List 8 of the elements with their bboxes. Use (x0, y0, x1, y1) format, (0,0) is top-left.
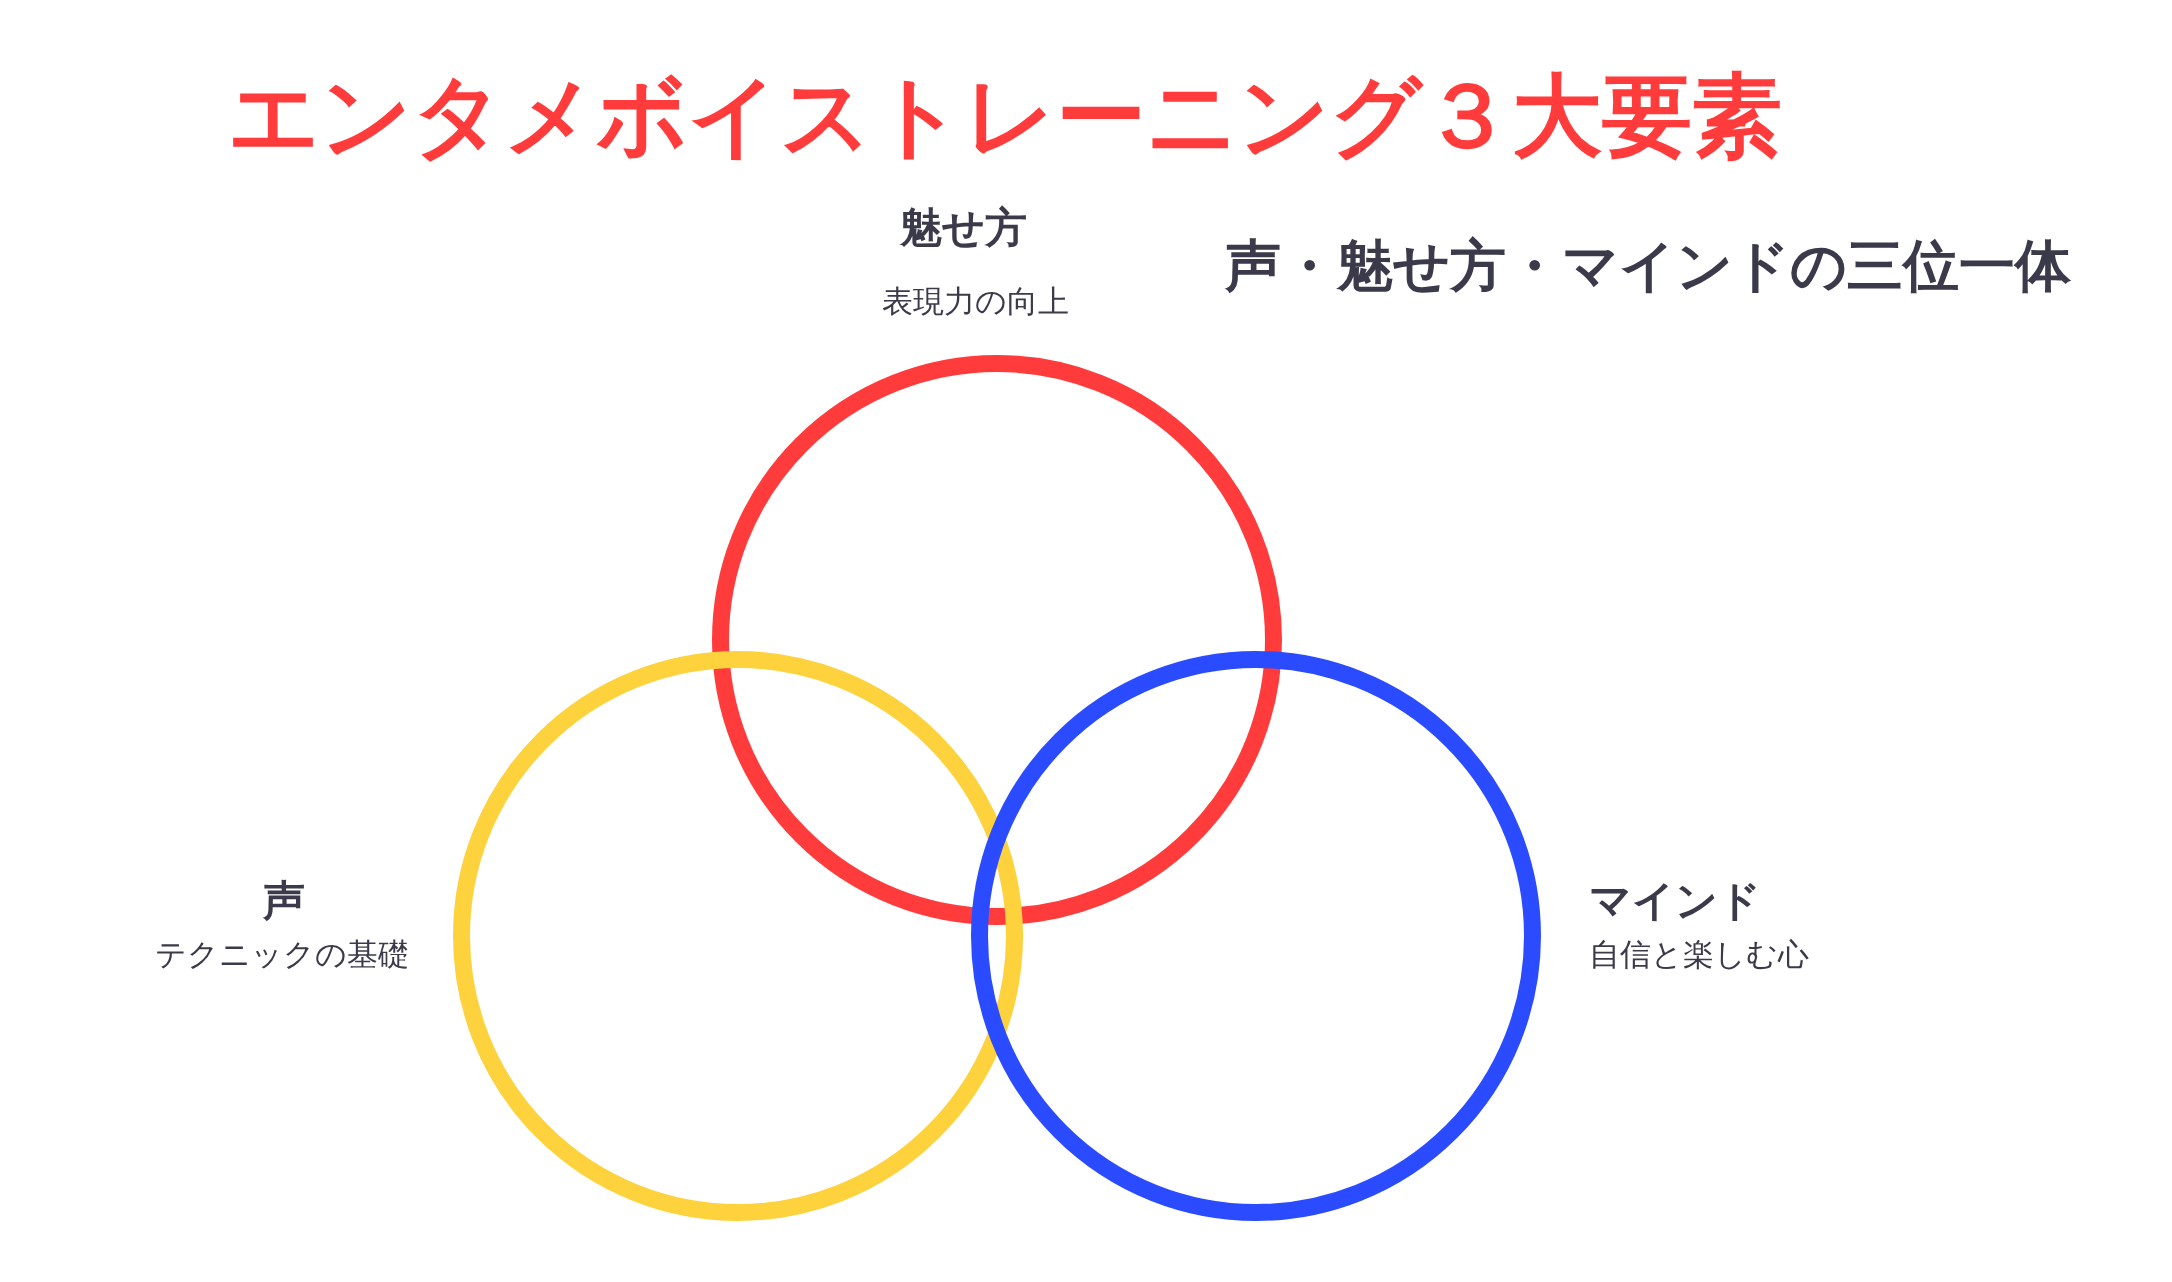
circle-heading: マインド (1589, 876, 1761, 927)
circle-heading: 魅せ方 (900, 203, 1027, 254)
circle-description: 表現力の向上 (882, 283, 1069, 321)
circle-description: 自信と楽しむ心 (1589, 936, 1809, 974)
circle-heading: 声 (263, 876, 305, 927)
circle-description: テクニックの基礎 (155, 936, 409, 974)
title: エンタメボイストレーニング３大要素 (227, 62, 1783, 170)
subtitle: 声・魅せ方・マインドの三位一体 (1225, 232, 2071, 300)
